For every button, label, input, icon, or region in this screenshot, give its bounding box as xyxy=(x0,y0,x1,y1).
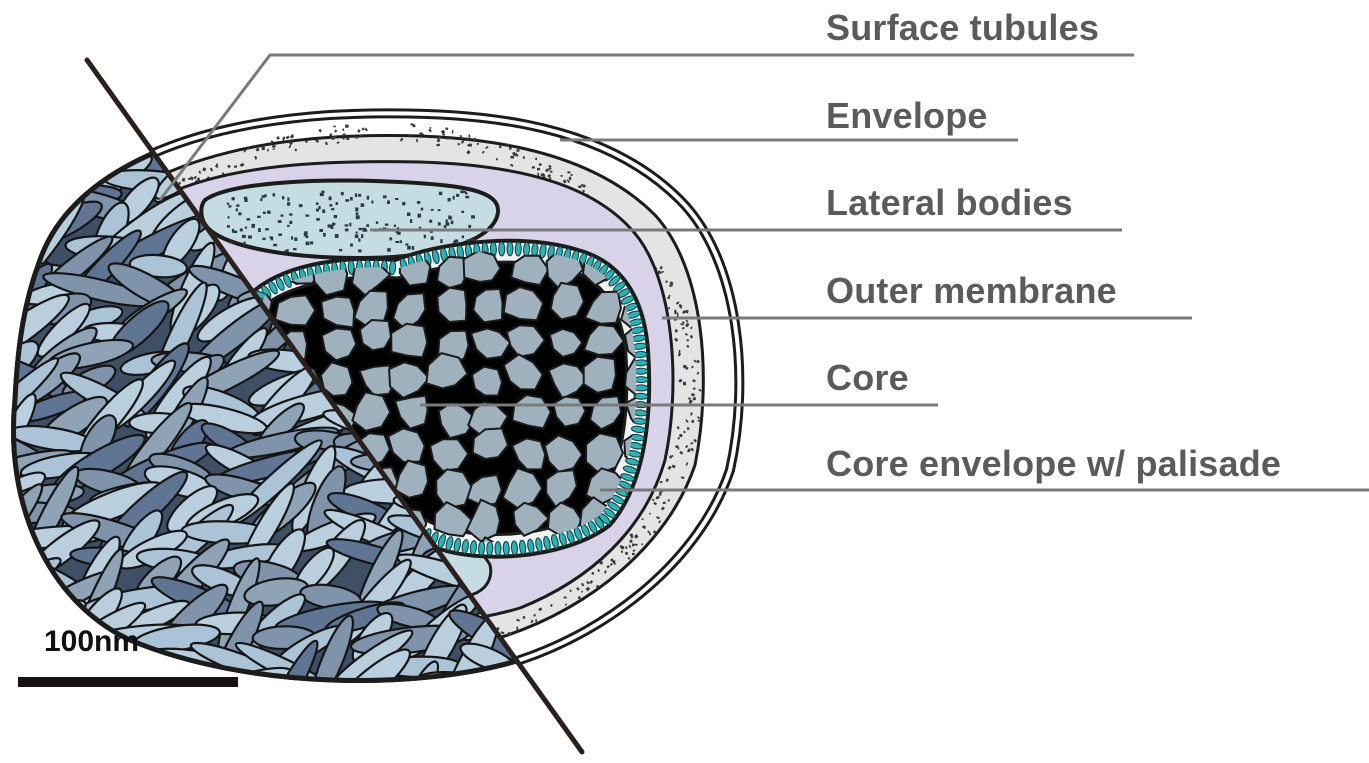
label-envelope: Envelope xyxy=(826,98,988,134)
scale-bar-label: 100nm xyxy=(44,627,139,657)
label-core: Core xyxy=(826,360,909,396)
label-core-envelope: Core envelope w/ palisade xyxy=(826,446,1281,482)
leader-surface-tubules xyxy=(160,55,1134,200)
scale-bar xyxy=(18,677,238,687)
label-lateral-bodies: Lateral bodies xyxy=(826,185,1073,221)
label-surface-tubules: Surface tubules xyxy=(826,10,1099,46)
label-outer-membrane: Outer membrane xyxy=(826,273,1117,309)
